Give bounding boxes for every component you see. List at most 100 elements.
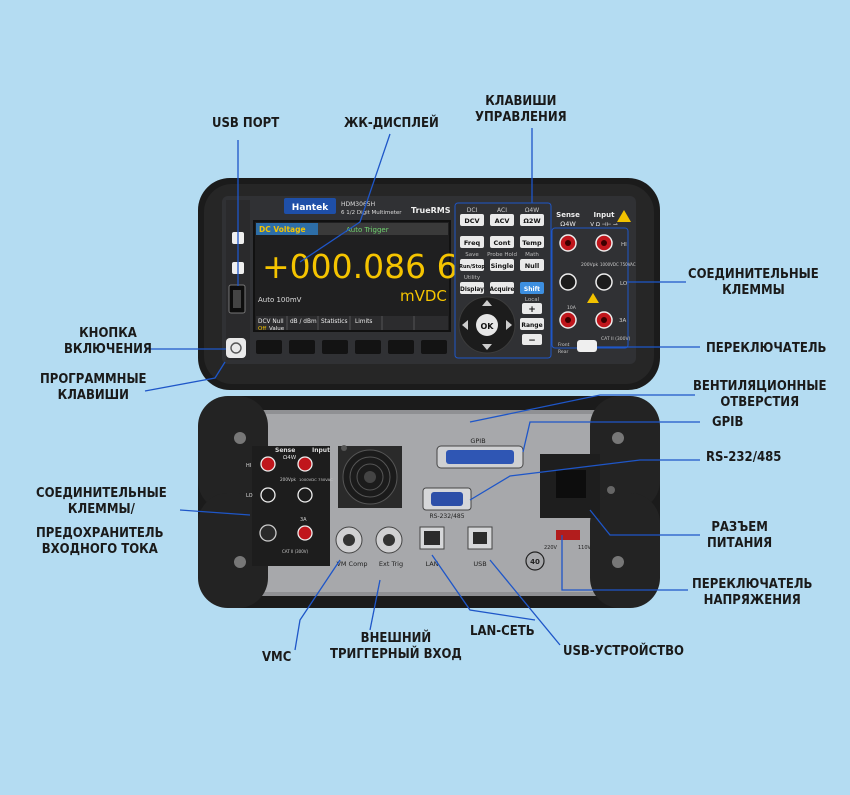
rear-terminal-sense-hi[interactable] (260, 456, 276, 472)
leader-lines (144, 128, 700, 651)
key-range[interactable]: Range (520, 318, 544, 330)
rear-terminal-3a[interactable] (297, 525, 313, 541)
svg-text:Cont: Cont (494, 239, 511, 247)
bnc-vm-comp[interactable]: VM Comp (335, 526, 368, 568)
power-socket[interactable] (540, 454, 615, 518)
lcd-unit: mVDC (400, 287, 447, 305)
lan-port[interactable]: LAN (419, 526, 445, 568)
rear-input-label: Input (312, 447, 330, 454)
key-acquire[interactable]: Acquire (490, 282, 515, 294)
key-temp[interactable]: Temp (520, 236, 544, 248)
control-keys: DCI ACI Ω4W DCV ACV Ω2W Freq Cont Temp S… (454, 202, 552, 359)
warning-icon-2 (587, 293, 599, 303)
terminal-sense-lo[interactable] (559, 273, 577, 291)
subtitle-label: 6 1/2 Digit Multimeter (341, 210, 402, 216)
gpib-port[interactable]: GPIB (436, 437, 524, 469)
svg-text:Run/Stop: Run/Stop (459, 264, 485, 270)
svg-text:Shift: Shift (524, 286, 540, 293)
softkey-null-value: Value (269, 326, 285, 332)
front-panel: Hantek HDM3065H 6 1/2 Digit Multimeter T… (198, 178, 660, 390)
lo-label: LO (620, 281, 628, 287)
rear-cat-label: CAT II (300V) (282, 549, 308, 554)
key-display[interactable]: Display (460, 282, 484, 294)
callout-vmc: VMC (262, 650, 292, 665)
svg-text:−: − (528, 336, 536, 346)
key-single[interactable]: Single (490, 259, 514, 271)
rear-sense-label: Sense (275, 447, 295, 454)
usb-label: USB (473, 560, 486, 568)
svg-text:+: + (528, 305, 536, 315)
rear-sense-sub-label: Ω4W (283, 455, 297, 461)
key-minus[interactable]: − (522, 334, 542, 346)
note-3a-label: 3A (619, 318, 626, 324)
front-label: Front (558, 342, 570, 348)
front-rear-switch[interactable] (577, 340, 597, 352)
input-label: Input (594, 211, 616, 219)
nav-pad[interactable]: OK (458, 296, 516, 354)
key-sub-save: Save (465, 252, 479, 258)
usb-device-port[interactable]: USB (467, 526, 493, 568)
v110-label: 110V (578, 545, 592, 551)
rs232-port[interactable]: RS-232/485 (422, 487, 472, 520)
rear-note-3a: 3A (300, 517, 307, 523)
lcd-reading: +000.086 6 (262, 247, 458, 286)
soft-key-6[interactable] (421, 340, 447, 354)
callout-usb-device: USB-УСТРОЙСТВО (563, 644, 684, 659)
callout-gpib: GPIB (712, 415, 744, 430)
key-top-aci: ACI (497, 207, 507, 214)
key-run-stop[interactable]: Run/Stop (459, 259, 485, 271)
soft-key-4[interactable] (355, 340, 381, 354)
soft-key-1[interactable] (256, 340, 282, 354)
bnc-ext-trig[interactable]: Ext Trig (375, 526, 403, 568)
key-cont[interactable]: Cont (490, 236, 514, 248)
model-label: HDM3065H (341, 201, 375, 208)
soft-key-2[interactable] (289, 340, 315, 354)
svg-text:Single: Single (491, 262, 514, 270)
ext-trig-label: Ext Trig (379, 560, 403, 568)
soft-key-3[interactable] (322, 340, 348, 354)
hi-label: HI (621, 242, 627, 248)
svg-text:40: 40 (530, 558, 540, 566)
rear-terminal-input-lo[interactable] (297, 487, 313, 503)
key-top-dci: DCI (467, 207, 478, 214)
warning-icon (617, 210, 631, 222)
rear-terminal-sense-lo[interactable] (260, 487, 276, 503)
callout-lan: LAN-СЕТЬ (470, 624, 535, 639)
vm-comp-label: VM Comp (336, 560, 367, 568)
key-freq[interactable]: Freq (460, 236, 484, 248)
rear-panel: Sense Ω4W Input HI 200Vpk 1000VDC 750VAC… (198, 396, 660, 608)
terminal-input-lo[interactable] (595, 273, 613, 291)
rear-note-1000: 1000VDC 750VAC (299, 477, 333, 482)
rear-hi-label: HI (246, 463, 251, 469)
brand-badge (284, 198, 336, 214)
input-sub-label: V Ω ⊣⊢ ⊸ (590, 222, 618, 228)
key-acv[interactable]: ACV (490, 214, 514, 226)
rear-label: Rear (558, 349, 568, 355)
rear-note-200: 200Vpk (280, 477, 297, 482)
svg-text:Acquire: Acquire (490, 287, 515, 293)
key-dcv[interactable]: DCV (460, 214, 484, 226)
soft-key-5[interactable] (388, 340, 414, 354)
softkey-label-3: Statistics (321, 319, 348, 325)
key-shift[interactable]: Shift (520, 282, 544, 294)
key-o2w[interactable]: Ω2W (520, 214, 544, 226)
note-10a-label: 10A (567, 305, 577, 311)
voltage-switch[interactable]: 220V 110V (544, 530, 592, 551)
softkey-label-2: dB / dBm (290, 319, 317, 325)
rear-fuse[interactable] (259, 524, 277, 542)
callout-switch: ПЕРЕКЛЮЧАТЕЛЬ (706, 341, 827, 356)
key-plus[interactable]: + (522, 303, 542, 315)
rear-terminal-input-hi[interactable] (297, 456, 313, 472)
power-button[interactable] (226, 338, 246, 358)
key-null[interactable]: Null (520, 259, 544, 271)
